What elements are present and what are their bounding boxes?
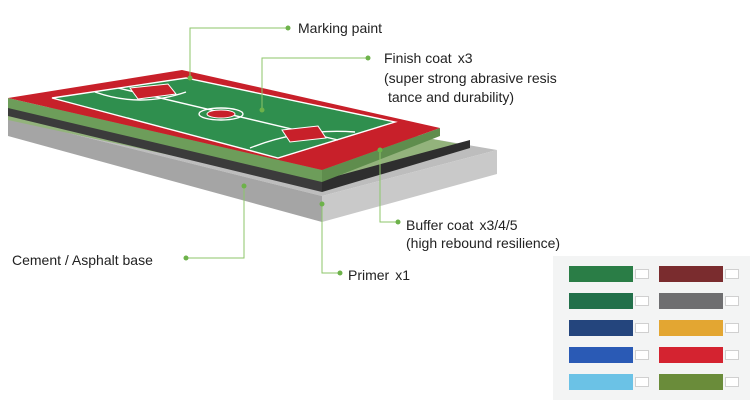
court-key-right: [281, 125, 327, 143]
swatch-tag: [635, 269, 649, 279]
buffer-layer-right: [322, 140, 470, 192]
primer-qty: x1: [395, 267, 411, 283]
buffer-coat-qty: x3/4/5: [479, 217, 518, 233]
swatch-tag: [635, 323, 649, 333]
swatch-color-chip: [659, 320, 723, 336]
finish-coat-desc-2: tance and durability): [388, 89, 515, 105]
swatch-tag: [725, 377, 739, 387]
swatch-tag: [725, 269, 739, 279]
label-marking-paint: Marking paint: [298, 19, 382, 37]
finish-layer-right: [322, 128, 440, 182]
swatch-color-chip: [659, 374, 723, 390]
color-swatch-panel: [553, 256, 750, 400]
base-layer-right: [322, 150, 497, 222]
swatch-color-chip: [569, 374, 633, 390]
swatch-color-chip: [569, 320, 633, 336]
finish-layer-front: [8, 98, 322, 182]
swatch-color-chip: [569, 293, 633, 309]
court-key-left: [129, 83, 177, 100]
leader-lines: [186, 27, 398, 274]
marking-paint-text: Marking paint: [298, 20, 383, 36]
swatch-color-chip: [659, 293, 723, 309]
primer-text: Primer: [348, 267, 390, 283]
leader-dots: [183, 25, 401, 276]
swatch-tag: [725, 296, 739, 306]
swatch-color-chip: [569, 266, 633, 282]
swatch-tag: [725, 323, 739, 333]
label-primer: Primer x1: [348, 266, 410, 284]
finish-coat-desc-1: (super strong abrasive resis: [384, 70, 557, 86]
court-center-circle: [206, 109, 236, 119]
finish-coat-text: Finish coat: [384, 50, 452, 66]
swatch-color-chip: [569, 347, 633, 363]
buffer-coat-desc: (high rebound resilience): [406, 235, 561, 251]
label-finish-coat: Finish coat x3: [384, 49, 473, 67]
swatch-tag: [635, 296, 649, 306]
buffer-coat-text: Buffer coat: [406, 217, 474, 233]
buffer-layer-front: [8, 106, 322, 192]
swatch-color-chip: [659, 347, 723, 363]
swatch-color-chip: [659, 266, 723, 282]
swatch-tag: [635, 377, 649, 387]
swatch-tag: [725, 350, 739, 360]
finish-coat-qty: x3: [457, 50, 473, 66]
label-buffer-coat: Buffer coat x3/4/5: [406, 216, 518, 234]
label-cement-base: Cement / Asphalt base: [12, 252, 153, 268]
swatch-tag: [635, 350, 649, 360]
